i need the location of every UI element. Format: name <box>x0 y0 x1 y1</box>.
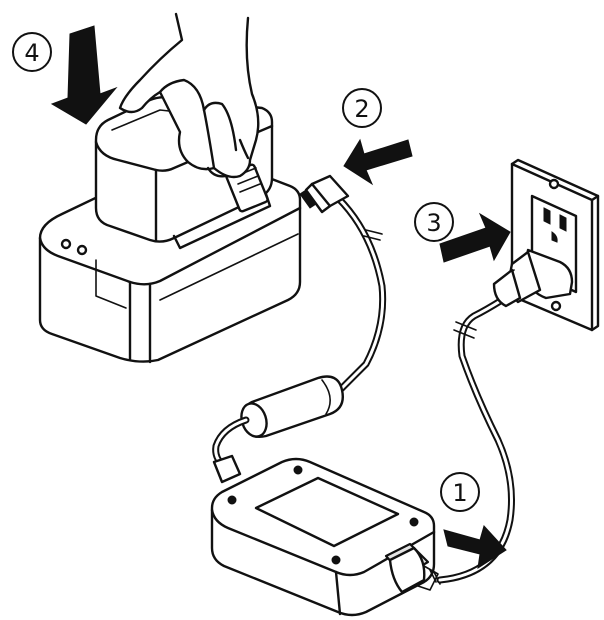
arrow-step-1 <box>443 525 507 570</box>
arrow-step-3 <box>439 212 511 263</box>
ac-cord-inlet-plug <box>388 546 441 594</box>
step-label-4: 4 <box>12 32 52 72</box>
step-number: 2 <box>354 95 369 123</box>
step-label-3: 3 <box>414 202 454 242</box>
arrow-step-2 <box>343 138 413 186</box>
charger-indicator-lamp <box>76 244 88 256</box>
step-number: 4 <box>24 39 39 67</box>
step-number: 1 <box>452 479 467 507</box>
dc-cord <box>299 174 387 398</box>
hand <box>118 12 260 179</box>
ac-wall-plug <box>492 248 574 308</box>
step-label-1: 1 <box>440 472 480 512</box>
ferrite-core <box>240 375 344 438</box>
arrow-step-4 <box>50 25 118 125</box>
dc-plug <box>310 174 350 208</box>
adapter-label-plate <box>254 476 400 548</box>
charger-indicator-lamp <box>60 238 72 250</box>
ac-power-cord <box>436 296 515 584</box>
step-number: 3 <box>426 209 441 237</box>
step-label-2: 2 <box>342 88 382 128</box>
wall-outlet <box>510 158 600 332</box>
adapter-output-cord <box>212 416 250 484</box>
